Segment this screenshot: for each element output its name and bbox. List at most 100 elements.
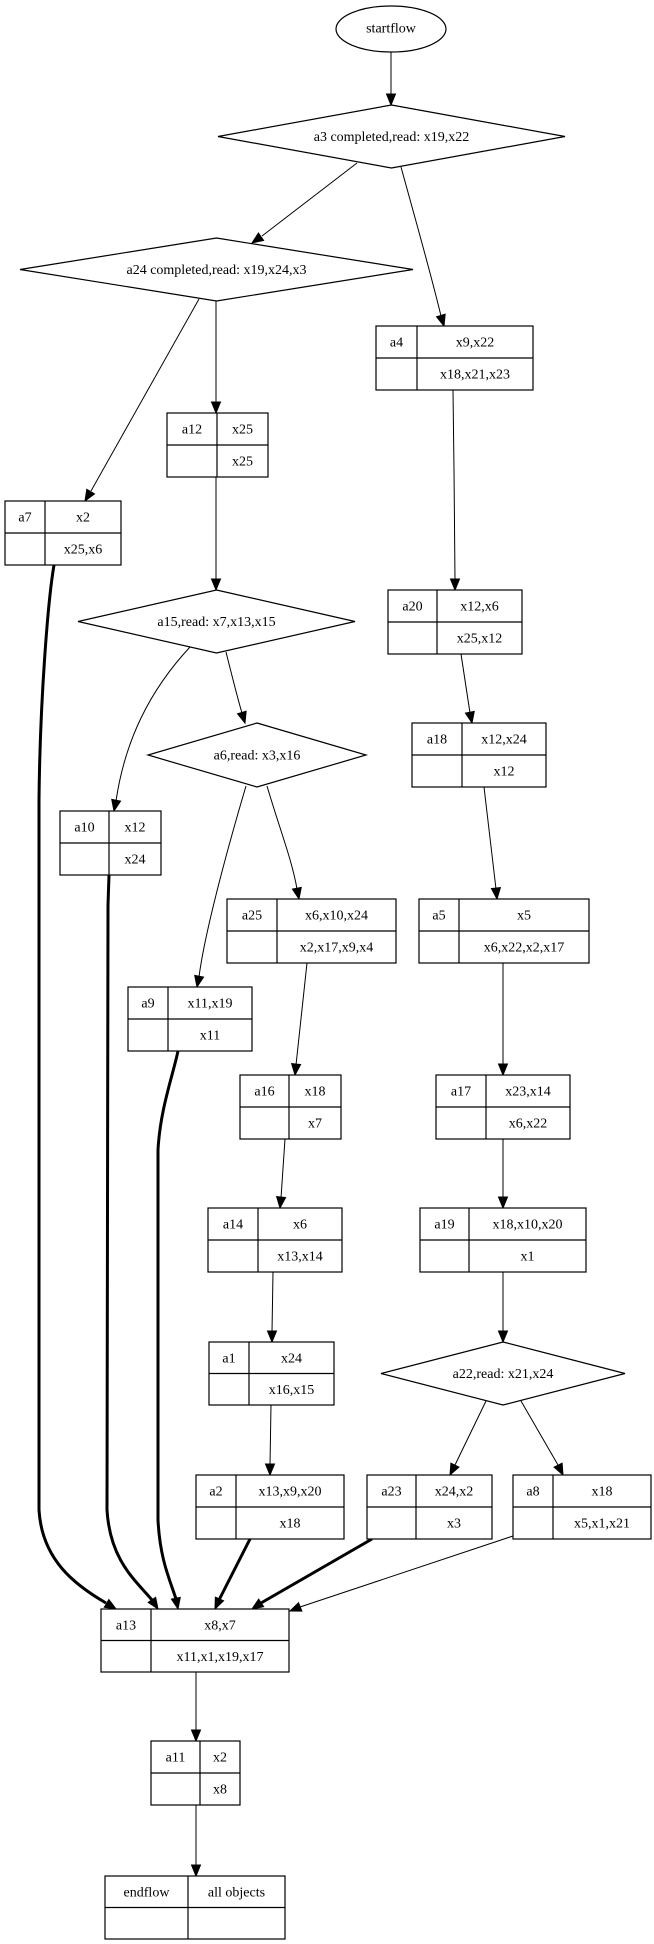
node-a24[interactable]: a24 completed,read: x19,x24,x3 <box>19 237 414 302</box>
arrowhead-icon <box>290 1063 302 1077</box>
edge-a15-to-a10 <box>111 646 191 813</box>
decision-label: a22,read: x21,x24 <box>453 1367 554 1382</box>
activity-name: a11 <box>166 1751 186 1766</box>
arrowhead-icon <box>147 1596 159 1611</box>
write-set: all objects <box>208 1885 265 1900</box>
edge-a20-to-a18 <box>460 653 475 725</box>
start-ellipse <box>335 5 447 53</box>
write-set: x18 <box>592 1485 613 1500</box>
node-startflow[interactable]: startflow <box>335 5 447 53</box>
edge-a24-to-a12 <box>210 301 222 415</box>
decision-diamond <box>77 589 356 654</box>
edge-line <box>280 1138 286 1199</box>
edge-a18-to-a5 <box>483 786 502 901</box>
nodes-layer: startflow a3 completed,read: x19,x22 a24 c… <box>4 5 652 1940</box>
edge-a15-to-a6 <box>225 651 247 725</box>
read-set: x24 <box>125 853 146 868</box>
activity-name: a16 <box>254 1085 274 1100</box>
arrowhead-icon <box>190 1729 202 1743</box>
arrowhead-icon <box>236 710 247 725</box>
write-set: x9,x22 <box>456 336 495 351</box>
decision-label: a6,read: x3,x16 <box>214 749 301 764</box>
edge-a22-to-a8 <box>520 1400 564 1477</box>
write-set: x24 <box>281 1351 302 1366</box>
activity-name: a4 <box>390 336 403 351</box>
read-set: x18 <box>280 1517 301 1532</box>
arrowhead-icon <box>449 578 461 592</box>
read-set: x16,x15 <box>269 1383 315 1398</box>
write-set: x12,x24 <box>481 733 527 748</box>
arrowhead-icon <box>214 1596 225 1611</box>
arrowhead-icon <box>250 232 265 244</box>
node-a22[interactable]: a22,read: x21,x24 <box>380 1341 626 1406</box>
edge-a10-to-a13 <box>105 874 159 1611</box>
write-set: x2 <box>213 1751 227 1766</box>
activity-name: a25 <box>242 909 262 924</box>
activity-name: a23 <box>381 1485 401 1500</box>
edge-line <box>266 785 298 890</box>
write-set: x6,x10,x24 <box>305 909 368 924</box>
arrowhead-icon <box>84 488 96 503</box>
arrowhead-icon <box>497 1063 509 1077</box>
node-a6[interactable]: a6,read: x3,x16 <box>145 722 369 788</box>
write-set: x18,x10,x20 <box>493 1218 563 1233</box>
edges-layer <box>37 52 564 1878</box>
edge-a5-to-a17 <box>497 963 509 1077</box>
decision-diamond <box>19 237 414 302</box>
node-label: startflow <box>366 22 417 37</box>
activity-name: a19 <box>434 1218 454 1233</box>
activity-name: a13 <box>116 1618 136 1633</box>
edge-a14-to-a1 <box>266 1271 278 1344</box>
arrowhead-icon <box>553 1462 564 1477</box>
read-set: x6,x22,x2,x17 <box>484 941 565 956</box>
arrowhead-icon <box>264 1463 276 1477</box>
arrowhead-icon <box>266 1330 278 1344</box>
edge-line <box>37 564 107 1605</box>
activity-name: a17 <box>451 1085 471 1100</box>
edge-line <box>460 653 471 714</box>
edge-a13-to-a11 <box>190 1672 202 1743</box>
edge-a19-to-a22 <box>497 1272 509 1344</box>
activity-name: a12 <box>182 423 202 438</box>
write-set: x25 <box>232 423 253 438</box>
edge-line <box>454 1400 487 1466</box>
write-set: x12 <box>125 821 146 836</box>
edge-line <box>260 1537 373 1605</box>
edge-line <box>452 389 456 581</box>
edge-a16-to-a14 <box>275 1138 287 1210</box>
read-set: x5,x1,x21 <box>574 1517 630 1532</box>
edge-a12-to-a15 <box>210 477 222 592</box>
edge-line <box>115 646 191 802</box>
edge-line <box>198 785 247 978</box>
arrowhead-icon <box>385 93 397 107</box>
edge-line <box>225 651 243 714</box>
edge-a4-to-a20 <box>449 389 461 592</box>
node-a11[interactable]: a11 x2 x8 <box>150 1740 241 1806</box>
write-set: x11,x19 <box>188 997 233 1012</box>
node-a15[interactable]: a15,read: x7,x13,x15 <box>77 589 356 654</box>
node-a3[interactable]: a3 completed,read: x19,x22 <box>217 104 566 169</box>
edge-a6-to-a9 <box>194 785 247 989</box>
arrowhead-icon <box>210 578 222 592</box>
read-set: x8 <box>213 1783 227 1798</box>
edge-line <box>269 1404 272 1466</box>
